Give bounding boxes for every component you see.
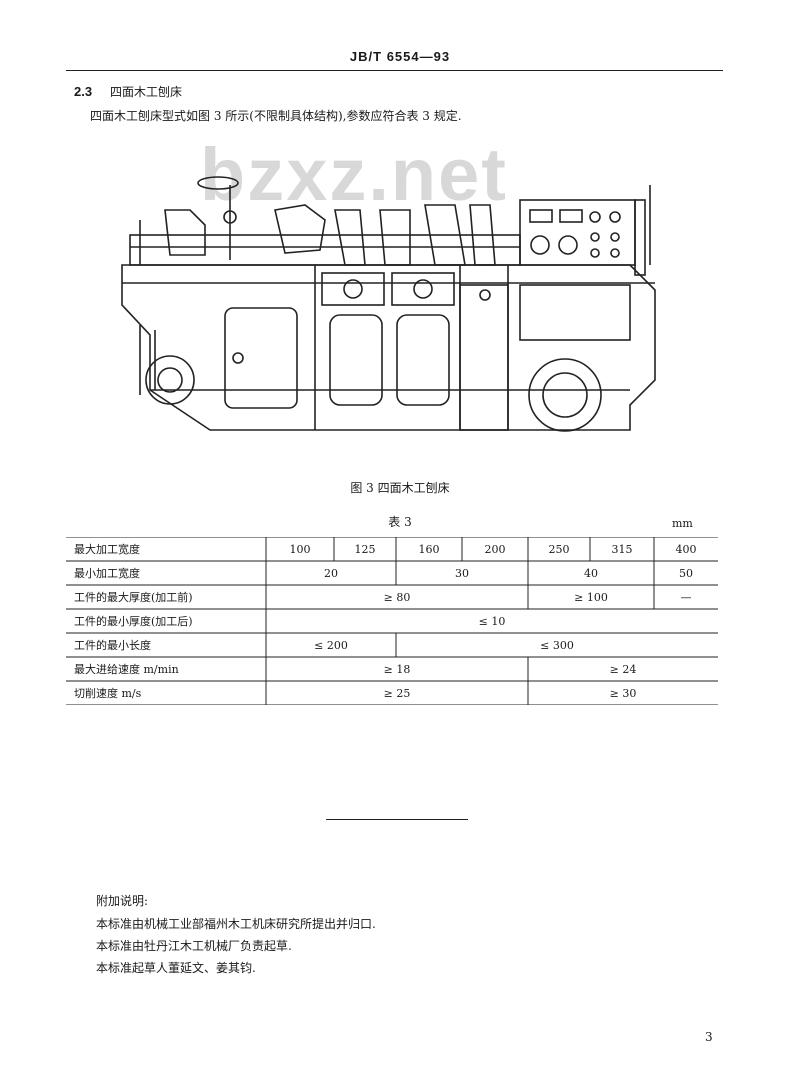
table-cell: 125 [355, 543, 376, 556]
note-line: 本标准起草人董延文、姜其钧. [96, 961, 256, 975]
section-title: 四面木工刨床 [110, 85, 183, 99]
figure-caption: 图 3 四面木工刨床 [350, 481, 450, 495]
watermark: bzxz.net [200, 133, 508, 216]
row-label: 工件的最小长度 [74, 638, 151, 652]
row-label: 最小加工宽度 [74, 566, 140, 580]
table-cell: ≥ 25 [384, 687, 411, 700]
table-cell: 40 [584, 567, 598, 580]
planer-drawing [121, 176, 656, 432]
table-cell: ≥ 18 [384, 663, 411, 676]
header-rule [66, 70, 723, 71]
note-line: 本标准由机械工业部福州木工机床研究所提出并归口. [96, 917, 376, 931]
table-unit: mm [672, 517, 693, 530]
table-cell: ≤ 300 [540, 639, 574, 652]
note-line: 本标准由牡丹江木工机械厂负责起草. [96, 939, 292, 953]
row-label: 最大加工宽度 [74, 542, 140, 556]
table-cell: 30 [455, 567, 469, 580]
table-cell: 250 [549, 543, 570, 556]
table-cell: ≥ 30 [610, 687, 637, 700]
row-label: 工件的最大厚度(加工前) [74, 590, 193, 604]
row-label: 切削速度 m/s [74, 686, 142, 700]
section-number: 2.3 [74, 84, 93, 99]
table-cell: 50 [679, 567, 693, 580]
table-caption: 表 3 [388, 515, 412, 529]
table-cell: 200 [485, 543, 506, 556]
table-cell: ≥ 24 [610, 663, 637, 676]
table-cell: 160 [419, 543, 440, 556]
page-number: 3 [705, 1030, 713, 1044]
table-cell: ≤ 10 [479, 615, 506, 628]
table-cell: 100 [290, 543, 311, 556]
table-cell: ≥ 100 [574, 591, 608, 604]
table-cell: 315 [612, 543, 633, 556]
table-cell: ≥ 80 [384, 591, 411, 604]
notes-title: 附加说明: [96, 894, 149, 908]
table-cell: ≤ 200 [314, 639, 348, 652]
parameter-table: 最大加工宽度 最小加工宽度 工件的最大厚度(加工前) 工件的最小厚度(加工后) … [66, 536, 718, 706]
section-body: 四面木工刨床型式如图 3 所示(不限制具体结构),参数应符合表 3 规定. [90, 109, 462, 123]
table-cell: 20 [324, 567, 338, 580]
table-cell: 400 [676, 543, 697, 556]
row-label: 最大进给速度 m/min [74, 662, 179, 676]
end-rule [326, 819, 468, 820]
table-cell: — [681, 591, 692, 604]
row-label: 工件的最小厚度(加工后) [74, 614, 193, 628]
standard-code: JB/T 6554—93 [349, 49, 451, 64]
